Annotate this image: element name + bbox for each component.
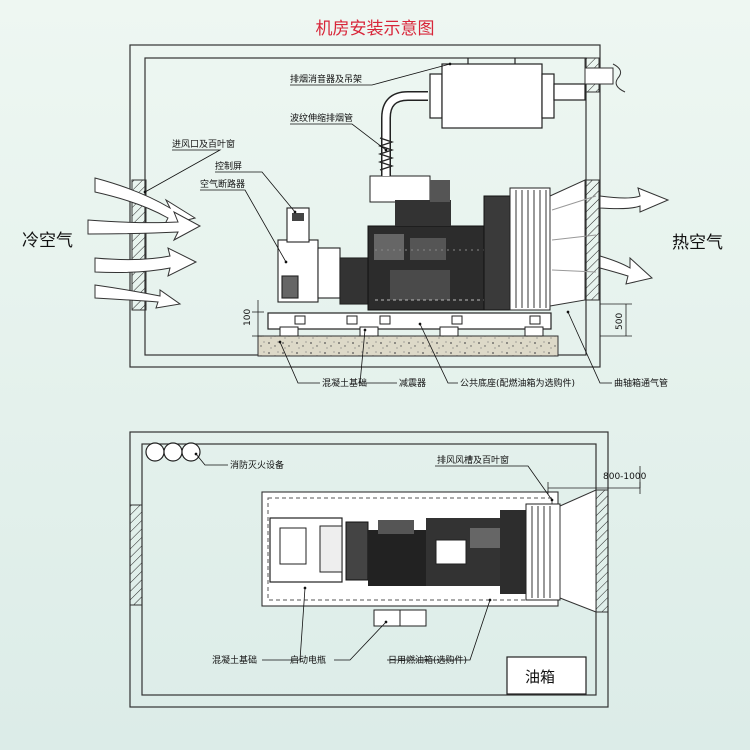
section-view [87,44,670,384]
common-base [267,312,552,330]
concrete-foundation [257,335,559,357]
damper-label: 减震器 [399,377,426,389]
cold-air-label: 冷空气 [22,231,73,251]
fire-label: 消防灭火设备 [230,459,284,471]
day-tank-label: 日用燃油箱(选购件) [388,654,467,666]
exhaust-system [377,91,428,176]
dim-500-label: 500 [615,313,625,330]
control-panel-label: 控制屏 [215,160,242,172]
plan-view [129,431,641,708]
fire-extinguishers [145,442,201,462]
base-label: 公共底座(配燃油箱为选购件) [460,377,575,389]
concrete-label: 混凝土基础 [322,377,367,389]
battery-label: 启动电瓶 [290,654,326,666]
exhaust-duct-label: 排风风槽及百叶窗 [437,454,509,466]
muffler-label: 排烟消音器及吊架 [290,73,362,85]
hot-air-arrows [551,187,670,285]
radiator [483,187,551,311]
genset-plan [269,503,561,601]
plan-discharge-duct [559,489,597,613]
cold-air-arrows [87,177,202,309]
air-inlet-louvre [131,179,147,311]
page-title: 机房安装示意图 [315,19,435,39]
starter-battery [373,609,427,627]
discharge-duct [549,179,586,307]
exhaust-muffler [429,58,586,129]
crankcase-vent-label: 曲轴箱通气管 [614,377,668,389]
alternator [277,239,371,305]
diesel-engine [367,175,487,311]
oil-tank-label: 油箱 [525,668,555,686]
dim-range-label: 800-1000 [603,472,647,482]
plan-concrete-label: 混凝土基础 [212,654,257,666]
air-inlet-label: 进风口及百叶窗 [172,138,235,150]
oil-tank [506,656,587,695]
dim-100-label: 100 [243,309,253,326]
breaker-label: 空气断路器 [200,178,245,190]
leader-lines [143,62,612,384]
bellows-label: 波纹伸缩排烟管 [290,112,353,124]
dimension-lines [252,300,632,337]
air-outlet-louvre [584,179,600,301]
anti-vibration-dampers [279,315,544,337]
hot-air-label: 热空气 [672,233,723,253]
